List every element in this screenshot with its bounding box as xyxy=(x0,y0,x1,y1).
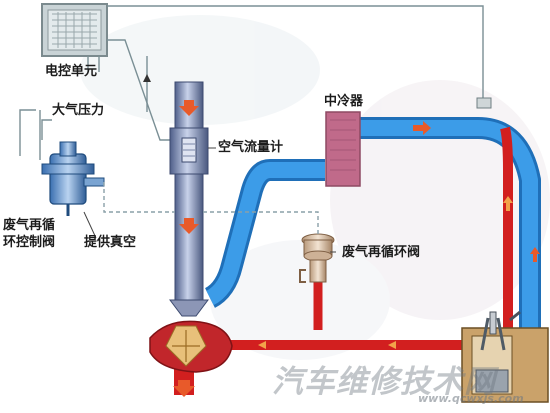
exhaust-flow-arrows xyxy=(173,121,540,397)
intercooler-label: 中冷器 xyxy=(324,94,364,109)
watermark-text: 汽车维修技术网 xyxy=(272,364,496,400)
egr-control-valve xyxy=(41,141,105,216)
egr-valve-label: 废气再循环阀 xyxy=(342,245,421,260)
intercooler xyxy=(325,111,361,187)
intake-flow-arrows xyxy=(179,100,199,234)
turbocharger xyxy=(149,320,233,373)
vacuum-supply-label: 提供真空 xyxy=(84,235,137,250)
engine-cylinder xyxy=(461,310,549,403)
egr-control-valve-label-line2: 环控制阀 xyxy=(3,235,56,250)
egr-valve xyxy=(299,233,335,283)
intake-pipes xyxy=(204,117,541,395)
signal-wires xyxy=(19,5,484,160)
ecu-label: 电控单元 xyxy=(45,64,98,79)
intake-manifold-tube xyxy=(169,81,209,317)
ecu-unit xyxy=(41,3,108,57)
watermark-url: www.qcwxjs.com xyxy=(418,392,524,405)
leader-lines xyxy=(83,147,336,253)
vacuum-lines xyxy=(103,182,319,236)
egr-control-valve-label-line1: 废气再循 xyxy=(3,218,56,233)
air-flow-meter-label: 空气流量计 xyxy=(218,140,284,155)
signal-arrow xyxy=(143,74,151,82)
sensor-connector xyxy=(476,97,492,109)
atmospheric-pressure-label: 大气压力 xyxy=(52,103,105,118)
